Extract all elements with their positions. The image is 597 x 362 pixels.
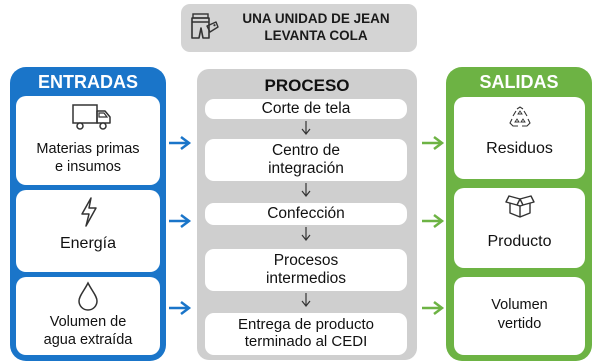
- output-arrow-2: [422, 214, 445, 228]
- output-label-line-1: Volumen: [491, 297, 548, 313]
- down-arrow: [301, 293, 311, 307]
- step-label-line-2: integración: [268, 160, 344, 177]
- output-producto: Producto: [454, 188, 585, 268]
- output-label: Producto: [487, 233, 552, 250]
- title-line-1: UNA UNIDAD DE JEAN: [242, 11, 390, 26]
- step-label: Corte de tela: [261, 100, 351, 117]
- output-arrow-3: [422, 301, 445, 315]
- output-residuos: Residuos: [454, 97, 585, 179]
- output-arrow-1: [422, 136, 445, 150]
- recycle-icon: [509, 106, 531, 127]
- step-label-line-1: Entrega de producto: [238, 316, 374, 333]
- input-materias-primas: Materias primas e insumos: [16, 96, 160, 185]
- input-arrow-2: [169, 214, 192, 228]
- input-label: Energía: [59, 235, 117, 252]
- lightning-icon: [81, 197, 97, 227]
- diagram-title: UNA UNIDAD DE JEAN LEVANTA COLA: [219, 10, 413, 44]
- input-label-line-2: agua extraída: [43, 332, 133, 348]
- input-label-line-1: Volumen de: [49, 314, 127, 330]
- jeans-label-icon: [191, 13, 219, 39]
- output-volumen-vertido: Volumen vertido: [454, 277, 585, 355]
- title-line-2: LEVANTA COLA: [264, 28, 368, 43]
- down-arrow: [301, 121, 311, 135]
- water-drop-icon: [78, 281, 98, 311]
- title-badge: UNA UNIDAD DE JEAN LEVANTA COLA: [181, 4, 417, 52]
- process-step-intermedios: Procesos intermedios: [205, 249, 407, 291]
- salidas-column: SALIDAS Residuos Producto Volumen vertid…: [446, 67, 592, 361]
- step-label-line-2: intermedios: [265, 270, 347, 287]
- step-label: Confección: [267, 205, 345, 222]
- step-label-line-1: Centro de: [271, 142, 341, 159]
- input-label-line-2: e insumos: [54, 159, 122, 175]
- salidas-header: SALIDAS: [479, 72, 559, 92]
- input-energia: Energía: [16, 190, 160, 272]
- box-icon: [505, 195, 535, 218]
- output-label: Residuos: [486, 140, 553, 157]
- process-step-corte: Corte de tela: [205, 99, 407, 119]
- process-step-centro: Centro de integración: [205, 139, 407, 181]
- process-step-entrega: Entrega de producto terminado al CEDI: [205, 313, 407, 355]
- step-label-line-1: Procesos: [273, 252, 339, 269]
- entradas-header: ENTRADAS: [37, 72, 138, 92]
- proceso-header: PROCESO: [264, 76, 350, 95]
- down-arrow: [301, 227, 311, 241]
- entradas-column: ENTRADAS Materias primas e insumos Energ…: [10, 67, 166, 361]
- output-label-line-2: vertido: [497, 316, 542, 332]
- proceso-column: PROCESO Corte de tela Centro de integrac…: [197, 69, 417, 360]
- input-label-line-1: Materias primas: [36, 141, 140, 157]
- input-agua: Volumen de agua extraída: [16, 277, 160, 355]
- input-arrow-3: [169, 301, 192, 315]
- step-label-line-2: terminado al CEDI: [244, 333, 368, 350]
- process-step-confeccion: Confección: [205, 203, 407, 225]
- truck-icon: [72, 104, 111, 130]
- down-arrow: [301, 183, 311, 197]
- input-arrow-1: [169, 136, 192, 150]
